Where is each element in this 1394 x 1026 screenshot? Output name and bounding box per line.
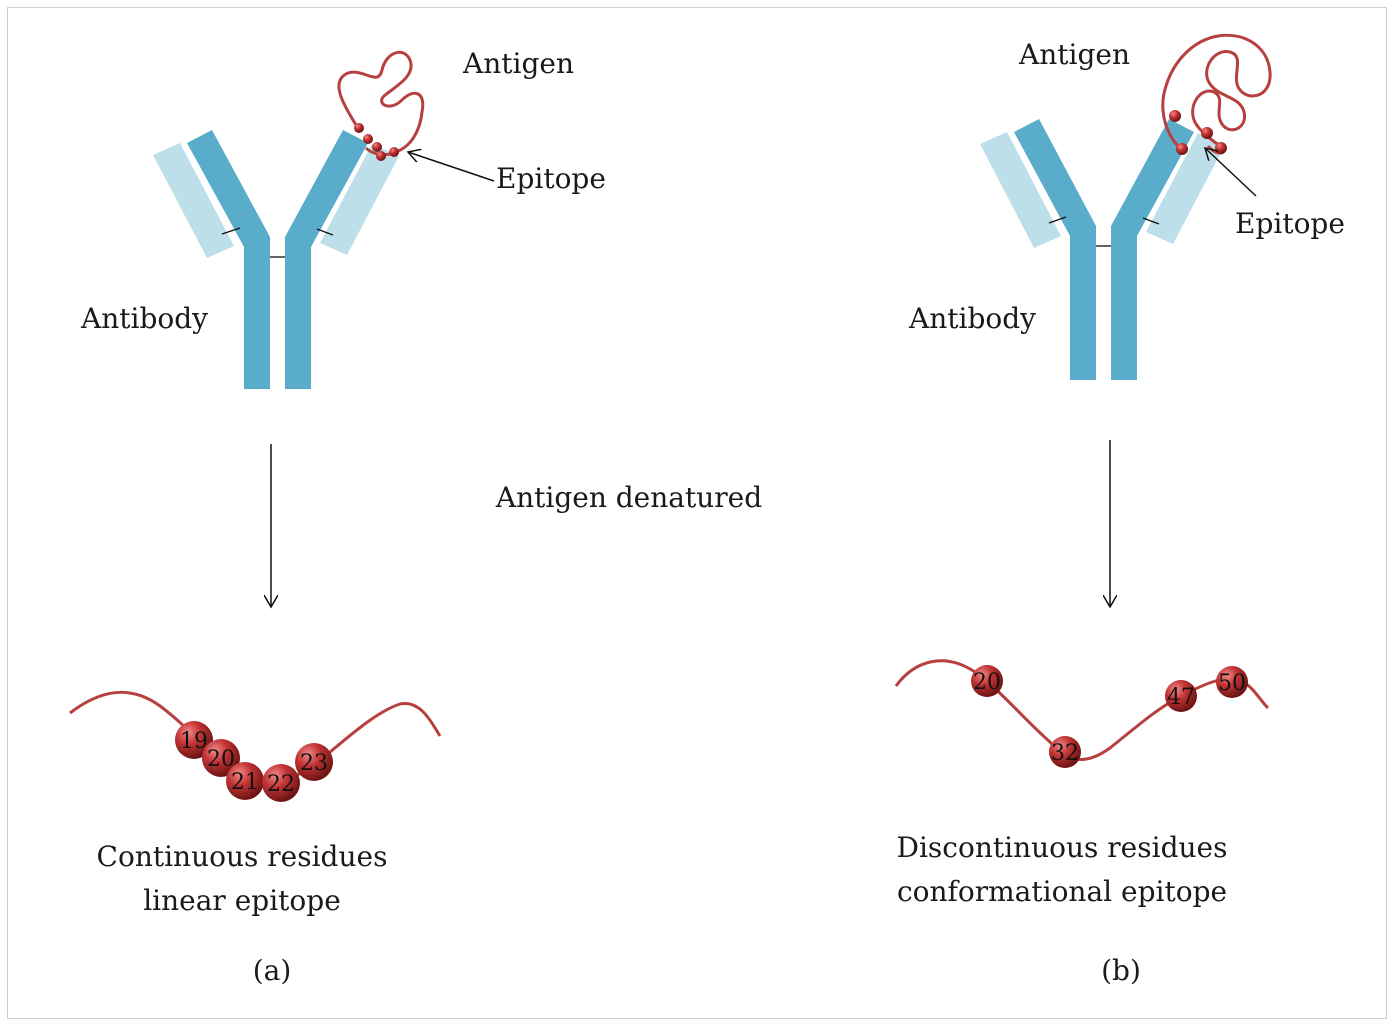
antigen-label-a: Antigen <box>462 47 574 80</box>
residue-bead-a5 <box>295 743 333 781</box>
panel-label-a: (a) <box>253 954 292 987</box>
antibody-b <box>980 119 1225 380</box>
light-chain-right-a <box>320 144 399 255</box>
residue-bead-b3 <box>1165 680 1197 712</box>
epitope-label-a: Epitope <box>496 162 606 195</box>
residue-bead-b1 <box>971 665 1003 697</box>
residue-label-a1: 19 <box>180 729 208 754</box>
residue-bead-a1 <box>175 721 213 759</box>
residue-label-a2: 20 <box>207 747 235 772</box>
residue-label-b2: 32 <box>1051 741 1079 766</box>
epitope-beads-a <box>354 123 399 161</box>
antigen-denatured-label: Antigen denatured <box>495 481 762 514</box>
residue-label-b1: 20 <box>973 670 1001 695</box>
heavy-chain-left-a <box>187 130 270 389</box>
disulfide-bond-b2 <box>1142 217 1160 225</box>
antibody-label-b: Antibody <box>908 302 1036 335</box>
antibody-label-a: Antibody <box>80 302 208 335</box>
residue-bead-a4 <box>262 764 300 802</box>
caption-b-line1: Discontinuous residues <box>897 831 1228 864</box>
figure-frame <box>7 7 1387 1019</box>
epitope-pointer-b <box>1205 148 1257 197</box>
residue-bead-a2 <box>202 739 240 777</box>
light-chain-left-b <box>980 132 1061 248</box>
epitope-label-b: Epitope <box>1235 207 1345 240</box>
antigen-coil-b <box>1161 33 1272 155</box>
residues-a: 19 20 21 22 23 <box>175 721 333 802</box>
disulfide-bond-a1 <box>221 227 241 235</box>
light-chain-left-a <box>153 143 234 258</box>
residues-b: 20 32 47 50 <box>971 665 1248 768</box>
panel-label-b: (b) <box>1101 954 1141 987</box>
disulfide-bond-b1 <box>1048 216 1067 224</box>
caption-b-line2: conformational epitope <box>897 875 1227 908</box>
residue-bead-b4 <box>1216 666 1248 698</box>
disulfide-bond-a2 <box>316 228 334 236</box>
residue-label-b4: 50 <box>1218 671 1246 696</box>
epitope-pointer-a <box>408 152 495 182</box>
heavy-chain-right-a <box>285 130 368 389</box>
residue-bead-a3 <box>226 762 264 800</box>
caption-a-line2: linear epitope <box>143 884 341 917</box>
heavy-chain-right-b <box>1111 119 1194 380</box>
residue-bead-b2 <box>1049 736 1081 768</box>
residue-label-a4: 22 <box>267 772 295 797</box>
residue-label-a5: 23 <box>300 751 328 776</box>
antigen-label-b: Antigen <box>1018 38 1130 71</box>
antibody-a <box>153 130 399 389</box>
linear-chain-b <box>894 659 1270 761</box>
antigen-coil-a <box>337 50 425 157</box>
heavy-chain-left-b <box>1014 119 1096 380</box>
residue-label-b3: 47 <box>1167 685 1195 710</box>
residue-label-a3: 21 <box>231 770 259 795</box>
caption-a-line1: Continuous residues <box>97 840 388 873</box>
